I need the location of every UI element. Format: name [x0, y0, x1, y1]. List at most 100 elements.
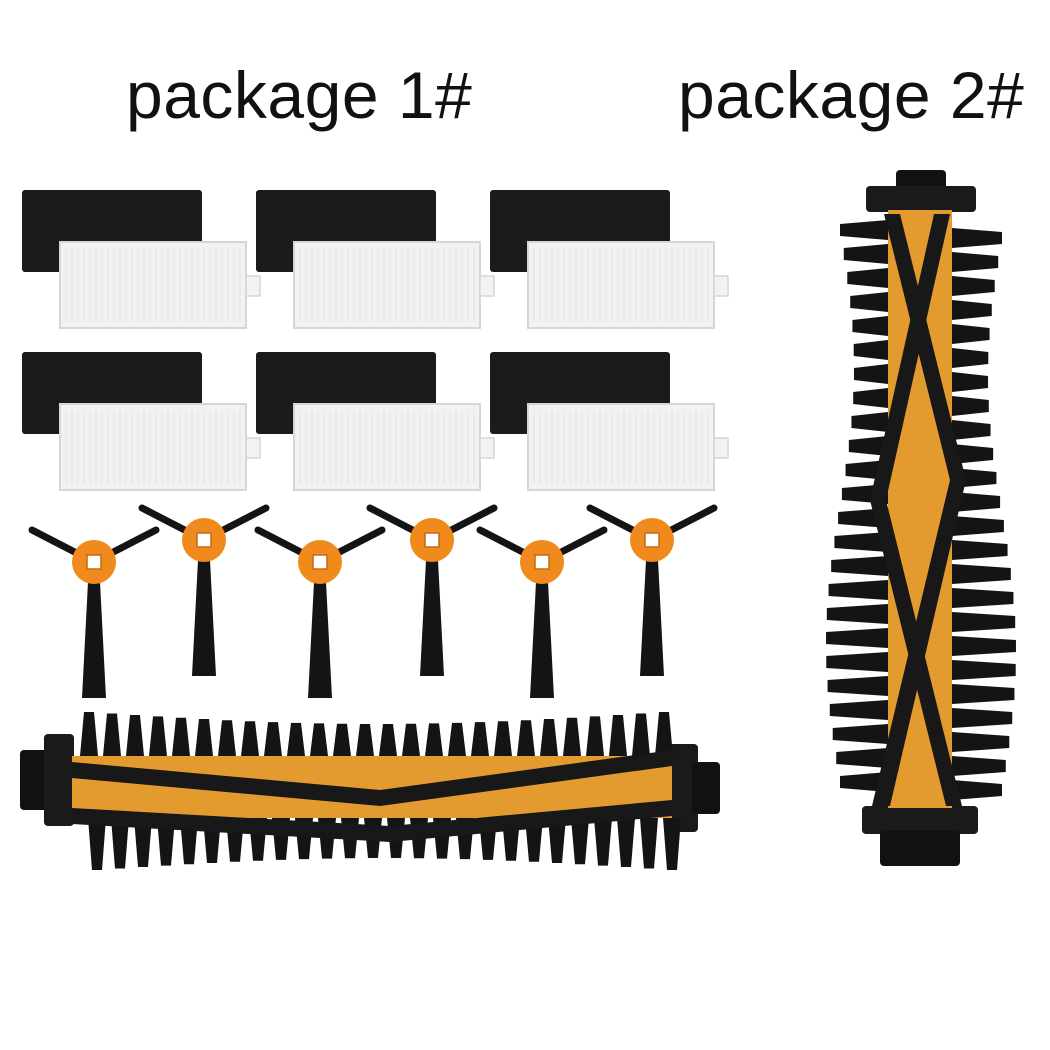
- side-brush-socket: [312, 554, 328, 570]
- roller-bristle-tuft: [310, 723, 328, 756]
- roller-bristle-tuft: [952, 516, 1004, 536]
- hepa-filter-frame: [59, 403, 247, 491]
- side-brush-bristles: [192, 560, 216, 676]
- roller-bristle-tuft: [617, 818, 635, 868]
- roller-bristle-tuft: [103, 713, 121, 756]
- roller-flange-right: [668, 744, 698, 832]
- roller-bristle-tuft: [402, 723, 420, 756]
- roller-bristle-tuft: [655, 712, 673, 756]
- roller-bristle-tuft: [80, 712, 98, 756]
- hepa-filter-frame: [527, 403, 715, 491]
- filter-set: [22, 190, 729, 491]
- roller-bristle-tuft: [264, 722, 282, 756]
- roller-bristle-tuft: [836, 748, 888, 768]
- roller-bristle-tuft: [241, 721, 259, 756]
- roller-bristle-tuft: [840, 220, 888, 240]
- hepa-filter-frame: [527, 241, 715, 329]
- roller-bristle-tuft: [826, 652, 888, 672]
- roller-bristle-tuft: [952, 588, 1014, 608]
- roller-flange-left: [44, 734, 74, 826]
- side-brush-socket: [86, 554, 102, 570]
- roller-bristle-tuft: [594, 818, 612, 866]
- roller-bristle-tuft: [952, 636, 1016, 656]
- roller-bristle-tuft: [609, 714, 627, 756]
- roller-bristle-tuft: [853, 388, 888, 408]
- package-1-label: package 1#: [126, 58, 473, 132]
- roller-bristle-tuft: [632, 713, 650, 756]
- hepa-filter-tab: [479, 275, 495, 297]
- roller-bristle-tuft: [829, 700, 888, 720]
- hepa-filter-tab: [479, 437, 495, 459]
- hepa-filter: [293, 403, 495, 491]
- side-brush: [476, 526, 608, 698]
- roller-flange-top: [866, 186, 976, 212]
- hepa-filter: [527, 241, 729, 329]
- roller-bristle-tuft: [827, 676, 888, 696]
- roller-bristle-tuft: [952, 684, 1015, 704]
- roller-bristle-tuft: [840, 772, 888, 792]
- roller-bristle-tuft: [952, 444, 994, 464]
- roller-bristle-tuft: [952, 612, 1016, 632]
- roller-end-cap-bottom: [880, 830, 960, 866]
- roller-bristle-tuft: [832, 724, 888, 744]
- roller-bristle-tuft: [548, 818, 566, 863]
- roller-bristle-tuft: [952, 540, 1008, 560]
- roller-bristle-tuft: [952, 252, 999, 272]
- roller-bristle-tuft: [843, 244, 888, 264]
- side-brush-socket: [644, 532, 660, 548]
- roller-bristles-right: [952, 228, 1016, 800]
- side-brush: [586, 504, 718, 676]
- package-2-label: package 2#: [678, 58, 1025, 132]
- roller-bristle-tuft: [952, 300, 992, 320]
- roller-bristle-tuft: [540, 719, 558, 756]
- side-brush-bristles: [420, 560, 444, 676]
- side-brush-bristles: [640, 560, 664, 676]
- hepa-filter-tab: [245, 275, 261, 297]
- roller-bristle-tuft: [195, 719, 213, 756]
- roller-flap-top: [72, 750, 672, 806]
- side-brush-socket: [424, 532, 440, 548]
- roller-bristle-tuft: [287, 722, 305, 756]
- hepa-filter: [293, 241, 495, 329]
- roller-bristle-tuft: [517, 720, 535, 756]
- roller-bristle-tuft: [952, 348, 989, 368]
- roller-bristle-tuft: [571, 818, 589, 865]
- roller-bristle-tuft: [834, 532, 888, 552]
- roller-flap-bottom: [72, 800, 672, 842]
- roller-bristle-tuft: [379, 723, 397, 756]
- roller-bristle-tuft: [952, 420, 991, 440]
- roller-bristle-tuft: [848, 436, 888, 456]
- roller-bristle-tuft: [952, 372, 989, 392]
- roller-bristle-tuft: [826, 604, 888, 624]
- hepa-filter-tab: [713, 275, 729, 297]
- roller-bristle-tuft: [828, 580, 888, 600]
- side-brush-set: [28, 504, 718, 698]
- roller-end-cap-right: [692, 762, 720, 814]
- side-brush: [28, 526, 160, 698]
- hepa-filter-frame: [59, 241, 247, 329]
- roller-bristle-tuft: [851, 412, 888, 432]
- roller-bristle-tuft: [218, 720, 236, 756]
- roller-bristle-tuft: [356, 723, 374, 756]
- roller-bristles-left: [826, 220, 888, 792]
- roller-bristle-tuft: [494, 721, 512, 756]
- roller-bristle-tuft: [425, 723, 443, 756]
- roller-bristle-tuft: [850, 292, 888, 312]
- roller-bristle-tuft: [172, 717, 190, 756]
- roller-bristle-tuft: [952, 564, 1011, 584]
- roller-bristle-tuft: [448, 722, 466, 756]
- hepa-filter: [59, 241, 261, 329]
- hepa-filter: [527, 403, 729, 491]
- roller-bristle-tuft: [952, 780, 1002, 800]
- roller-bristle-tuft: [952, 732, 1010, 752]
- roller-bristle-tuft: [88, 818, 106, 870]
- roller-bristle-tuft: [157, 818, 175, 866]
- roller-bristle-tuft: [333, 723, 351, 756]
- side-brush-bristles: [308, 582, 332, 698]
- hepa-filter-frame: [293, 241, 481, 329]
- roller-bristle-tuft: [853, 364, 888, 384]
- roller-bristle-tuft: [952, 756, 1006, 776]
- roller-bristle-tuft: [563, 717, 581, 756]
- roller-bristle-tuft: [952, 708, 1013, 728]
